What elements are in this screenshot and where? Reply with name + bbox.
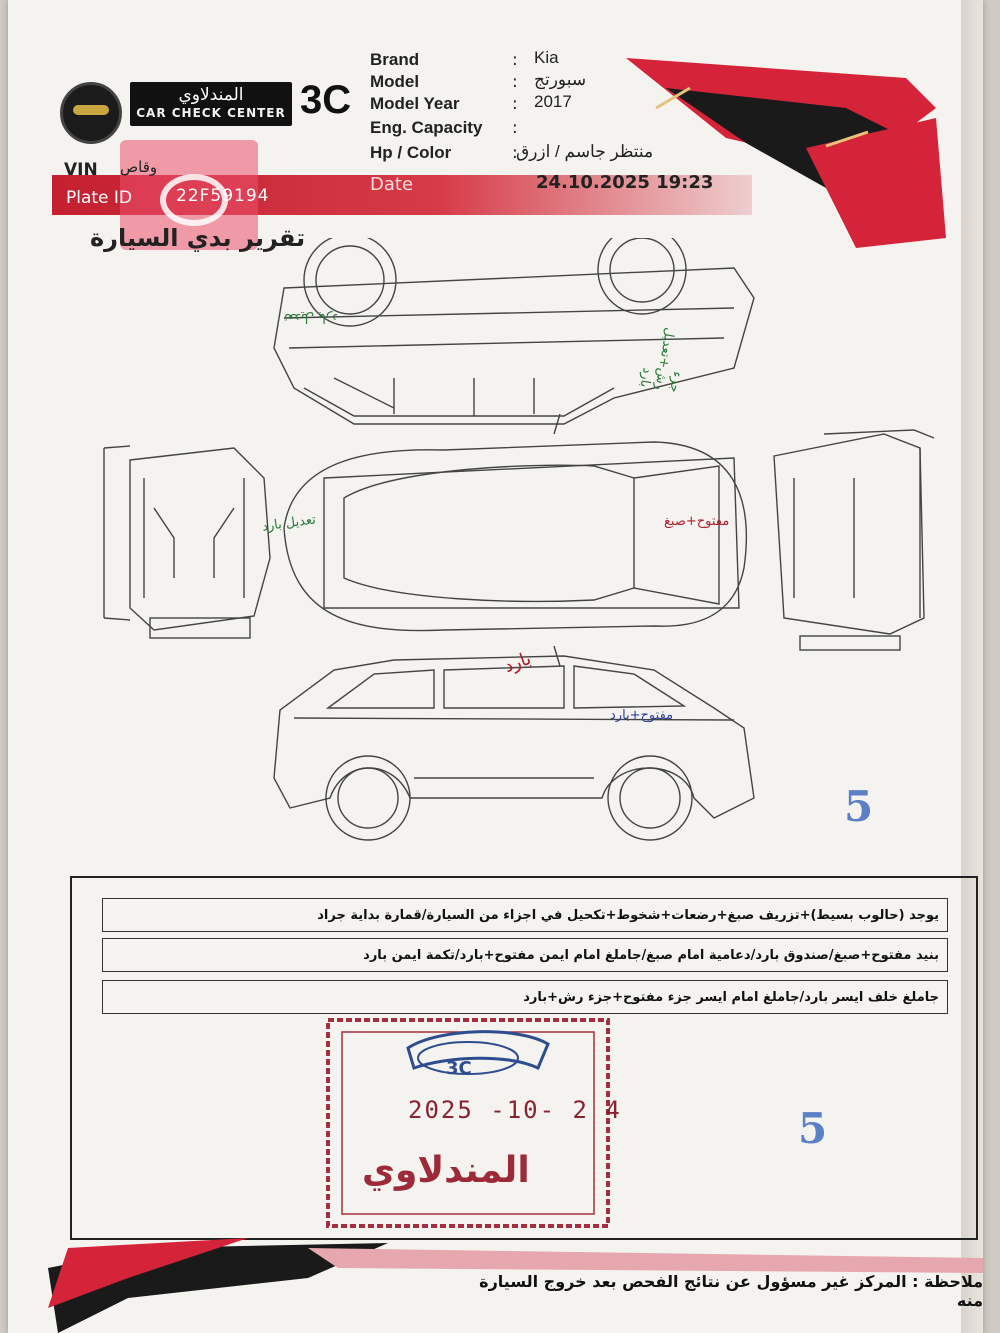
brand-arabic: المندلاوي [178,85,244,105]
hp-color-label: Hp / Color [370,143,452,162]
brand-box: المندلاوي CAR CHECK CENTER [130,82,292,126]
stamp-code: 3C [446,1058,472,1079]
car-body-diagram [103,238,935,841]
model-year-value: 2017 [534,92,572,111]
inspection-stamp [326,1018,610,1228]
iq-watermark [120,140,258,250]
date-value: 24.10.2025 19:23 [536,172,714,193]
annotation-roof-right: مفتوح+صبغ [664,514,730,529]
center-logo [60,82,122,144]
car-front-view [103,445,271,639]
car-rear-view [773,429,935,651]
footer-decoration [48,1238,983,1333]
car-side-view-inverted [273,238,755,425]
car-side-view [273,655,755,841]
hp-color-value: منتظر جاسم / ازرق [516,142,654,161]
annotation-top-left: تعديل بارد [284,310,338,325]
plate-label: Plate ID [66,188,133,208]
note-line-1: يوجد (حالوب بسيط)+تزريف صبغ+رضعات+شخوط+ت… [102,898,948,932]
colon: : [512,72,518,92]
plate-value: 22F59194 [176,186,270,206]
annotation-side-door: مفتوح+بارد [610,708,674,723]
colon: : [512,143,518,163]
stamp-number: 5 [798,1104,828,1153]
notes-box: يوجد (حالوب بسيط)+تزريف صبغ+رضعات+شخوط+ت… [70,876,978,1240]
colon: : [512,118,518,138]
vin-label: VIN [64,160,98,180]
stamp-date: 2025 -10- 2 4 [408,1096,622,1124]
mark-number: 5 [844,782,874,831]
stamp-name: المندلاوي [362,1150,530,1191]
engine-capacity-label: Eng. Capacity [370,118,483,137]
brand-english: CAR CHECK CENTER [136,106,286,120]
date-label: Date [370,174,414,195]
brand-label: Brand [370,50,420,69]
report-title: تقرير بدي السيارة [90,224,306,252]
model-value: سبورتج [534,70,587,89]
colon: : [512,50,518,70]
car-roof-view [283,413,748,667]
header-decoration [626,58,946,248]
vin-value: وقاص [120,158,158,176]
inspection-sheet: المندلاوي CAR CHECK CENTER 3C Brand : Ki… [8,0,983,1333]
note-line-2: بنيد مفتوح+صبغ/صندوق بارد/دعامية امام صب… [102,938,948,972]
brand-code: 3C [300,78,352,122]
footer-note: ملاحظة : المركز غير مسؤول عن نتائج الفحص… [479,1272,983,1310]
colon: : [512,94,518,114]
brand-value: Kia [534,48,559,67]
model-label: Model [370,72,420,91]
model-year-label: Model Year [370,94,460,113]
note-line-3: جاملغ خلف ايسر بارد/جاملغ امام ايسر جزء … [102,980,948,1014]
